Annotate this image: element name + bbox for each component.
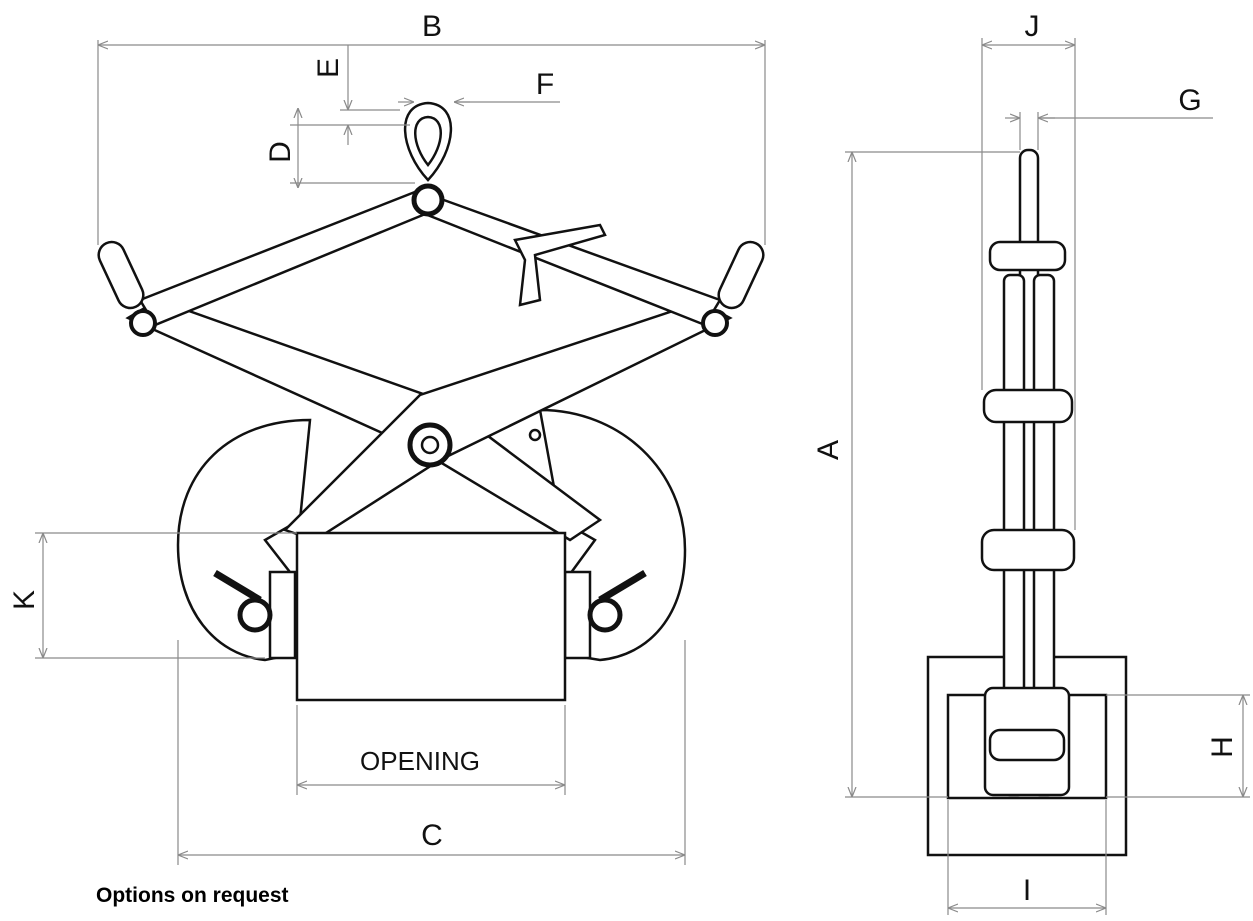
- label-h: H: [1206, 736, 1239, 758]
- side-bolt-2: [982, 388, 1074, 424]
- label-i: I: [1023, 874, 1031, 907]
- right-pad: [563, 570, 592, 660]
- options-note: Options on request: [96, 884, 289, 907]
- side-view: [926, 148, 1128, 857]
- label-e: E: [312, 58, 345, 78]
- latch-lever: [513, 223, 607, 307]
- label-d: D: [264, 141, 297, 163]
- side-bolt-3: [980, 528, 1076, 572]
- front-dimensions: [35, 40, 766, 865]
- top-pivot: [411, 183, 445, 217]
- upper-link-left: [138, 188, 437, 327]
- label-a: A: [812, 440, 845, 460]
- label-j: J: [1025, 10, 1040, 43]
- front-view: [97, 101, 765, 702]
- left-pad-pivot: [237, 597, 273, 633]
- label-f: F: [536, 68, 554, 101]
- label-g: G: [1178, 84, 1201, 117]
- right-pad-pivot: [587, 597, 623, 633]
- load-block: [295, 531, 567, 702]
- right-handle: [717, 240, 765, 310]
- left-pad: [268, 570, 297, 660]
- label-opening: OPENING: [360, 746, 480, 776]
- upper-link-right: [418, 193, 722, 327]
- side-dimensions: [845, 38, 1250, 915]
- side-bolt-1: [988, 240, 1067, 272]
- left-arm-pivot: [129, 309, 157, 337]
- label-k: K: [8, 590, 41, 610]
- label-c: C: [421, 819, 443, 852]
- left-handle: [97, 240, 145, 310]
- lifting-eye: [403, 101, 453, 182]
- right-arm-pivot: [701, 309, 729, 337]
- label-b: B: [422, 10, 442, 43]
